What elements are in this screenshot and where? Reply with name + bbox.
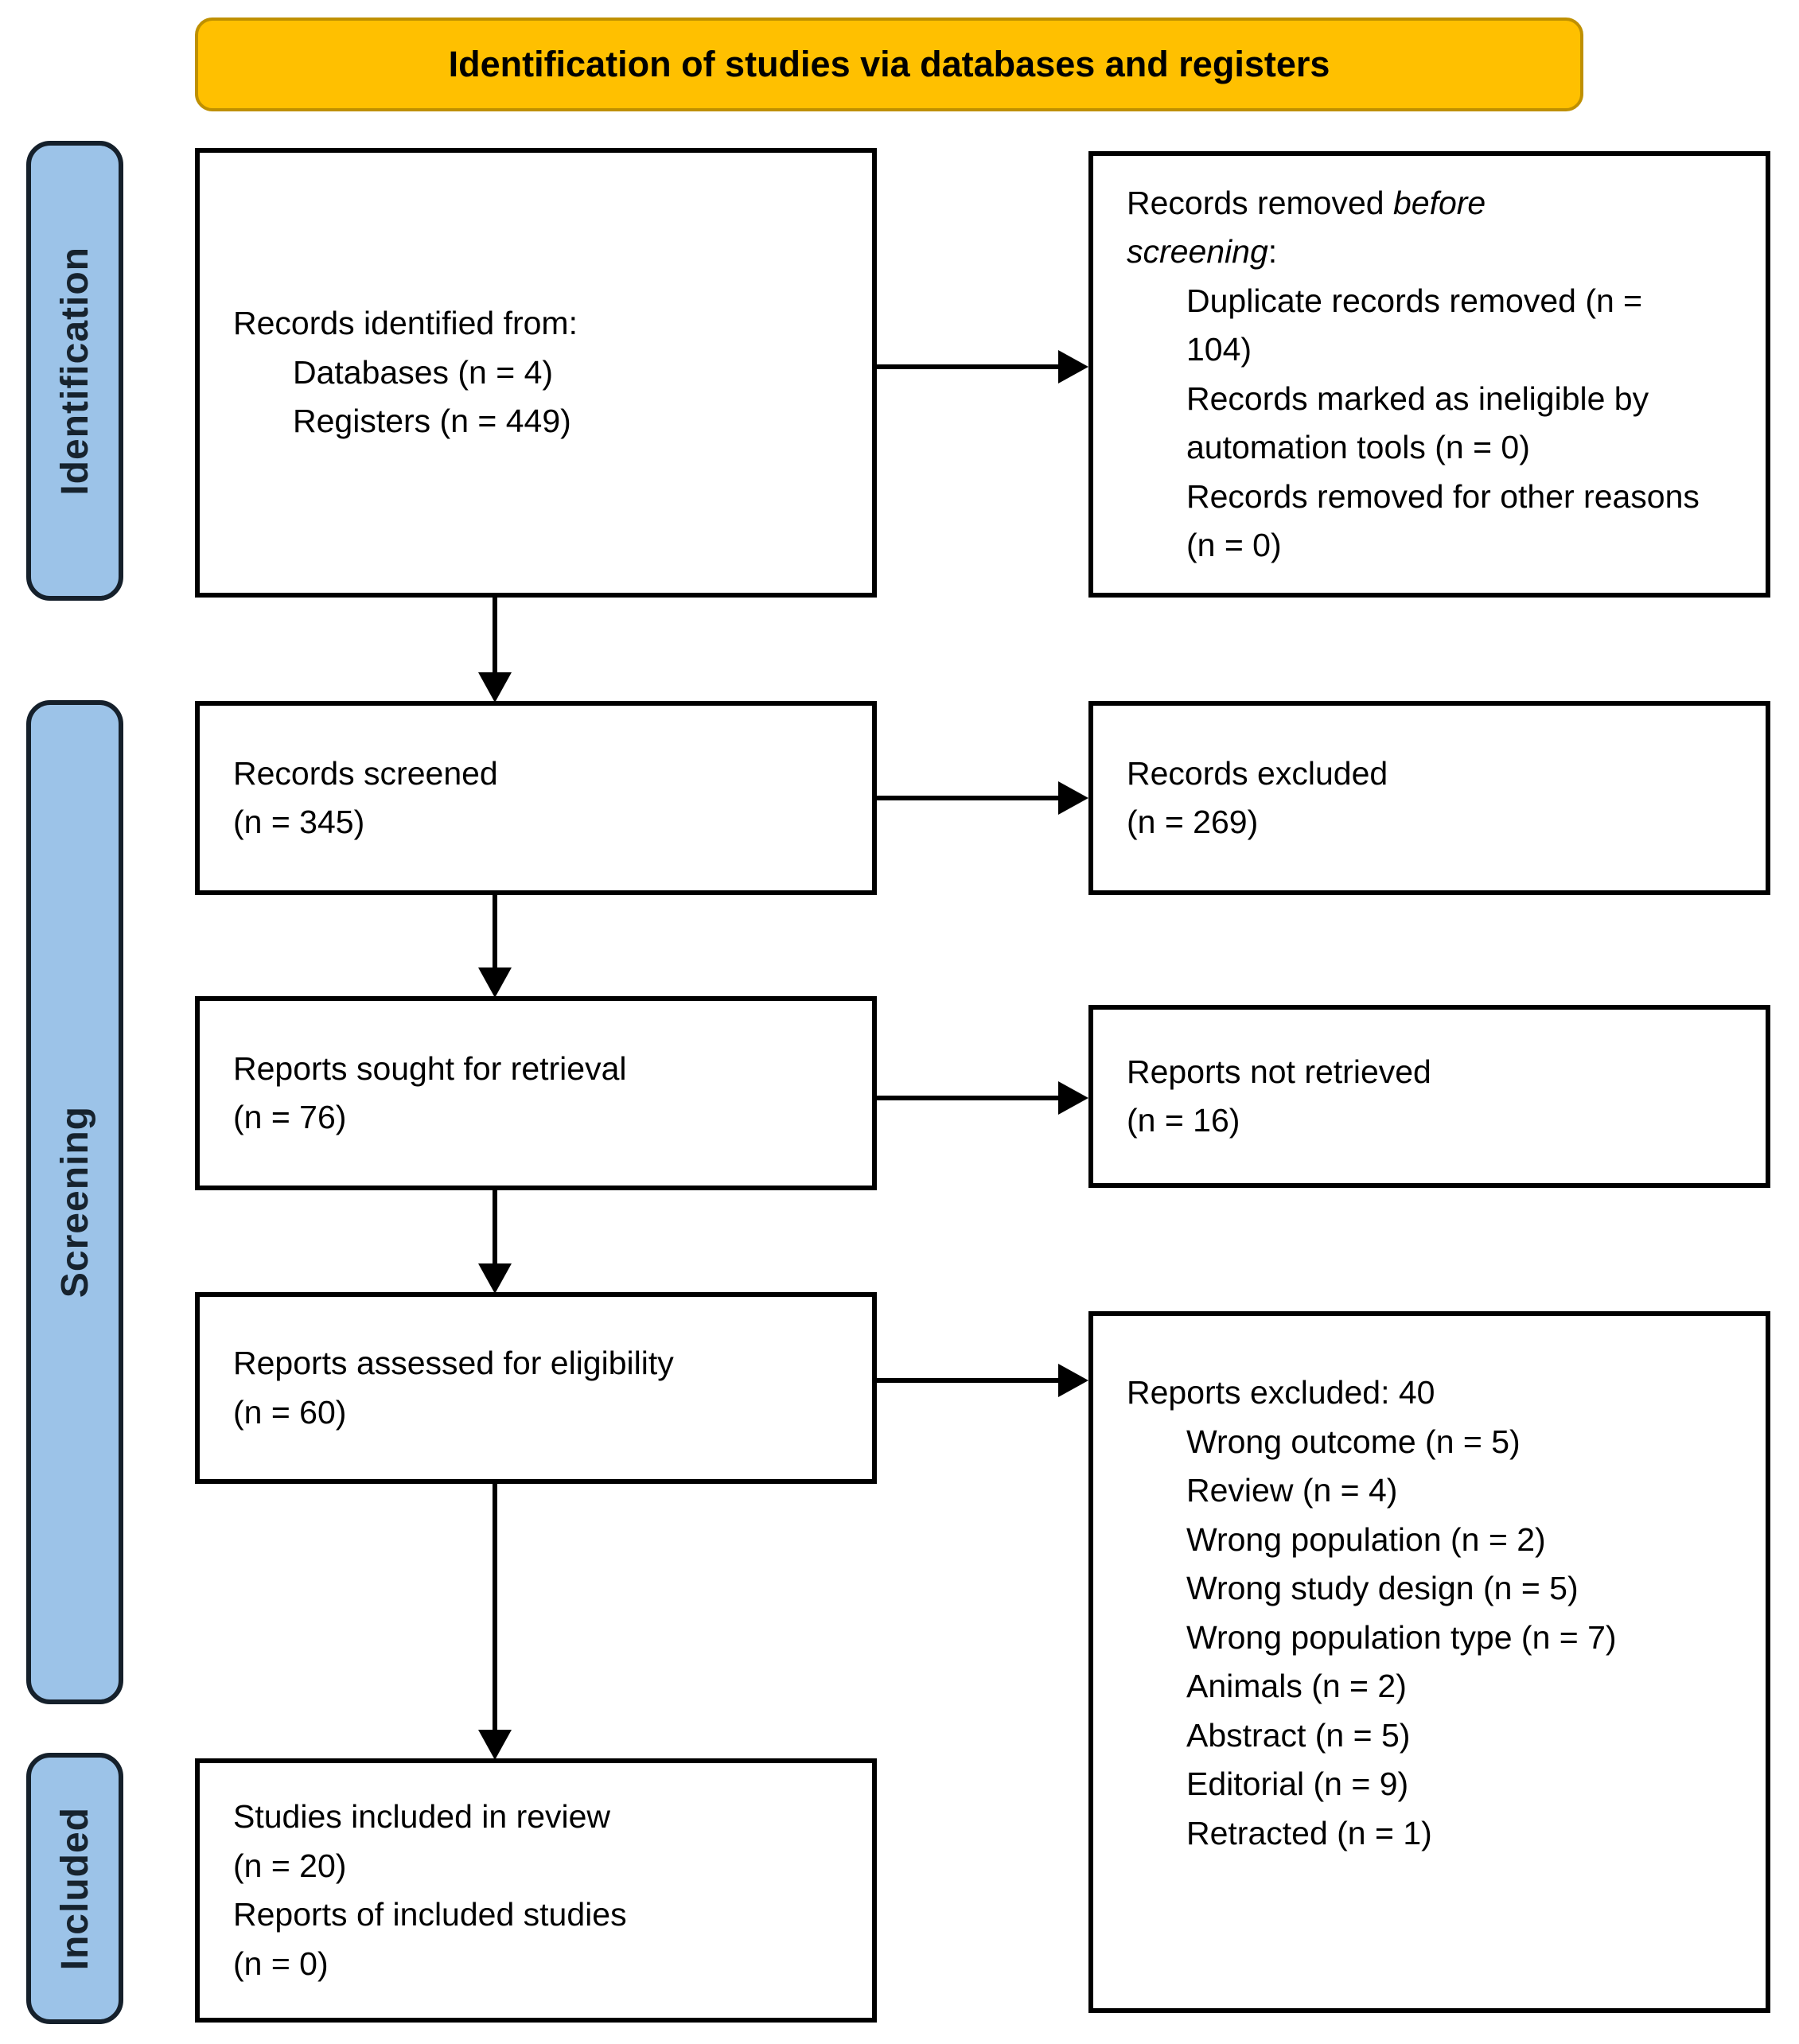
box-records-removed: Records removed before screening: Duplic… — [1088, 151, 1770, 598]
records-removed-intro-colon: : — [1267, 233, 1278, 270]
records-removed-item: Records removed for other reasons (n = 0… — [1186, 477, 1700, 564]
phase-included: Included — [26, 1753, 123, 2024]
box-records-excluded: Records excluded (n = 269) — [1088, 701, 1770, 895]
box-records-screened: Records screened (n = 345) — [195, 701, 877, 895]
records-identified-item: Registers (n = 449) — [293, 403, 571, 440]
records-excluded-label: Records excluded — [1127, 754, 1388, 792]
phase-screening-label: Screening — [53, 1106, 96, 1298]
arrow-identified-to-screened — [478, 598, 512, 703]
studies-included-line: Studies included in review — [233, 1798, 611, 1835]
records-identified-item: Databases (n = 4) — [293, 353, 554, 391]
phase-identification: Identification — [26, 141, 123, 601]
title-banner: Identification of studies via databases … — [195, 18, 1583, 111]
records-screened-count: (n = 345) — [233, 804, 365, 840]
reports-sought-count: (n = 76) — [233, 1099, 347, 1135]
reports-excluded-item: Abstract (n = 5) — [1186, 1716, 1411, 1754]
reports-excluded-item: Retracted (n = 1) — [1186, 1814, 1432, 1851]
arrow-identified-to-removed — [877, 350, 1088, 383]
reports-excluded-intro: Reports excluded: 40 — [1127, 1374, 1435, 1411]
reports-assessed-count: (n = 60) — [233, 1393, 347, 1431]
reports-excluded-item: Wrong study design (n = 5) — [1186, 1570, 1579, 1606]
records-removed-intro: Records removed before screening: — [1127, 179, 1572, 277]
reports-excluded-item: Wrong population type (n = 7) — [1186, 1618, 1617, 1656]
box-reports-not-retrieved: Reports not retrieved (n = 16) — [1088, 1005, 1770, 1188]
box-reports-excluded: Reports excluded: 40 Wrong outcome (n = … — [1088, 1311, 1770, 2013]
title-banner-label: Identification of studies via databases … — [448, 44, 1330, 84]
reports-assessed-label: Reports assessed for eligibility — [233, 1345, 674, 1381]
reports-sought-label: Reports sought for retrieval — [233, 1049, 627, 1087]
reports-not-retrieved-label: Reports not retrieved — [1127, 1053, 1431, 1090]
reports-excluded-item: Wrong outcome (n = 5) — [1186, 1423, 1521, 1460]
studies-included-line: (n = 20) — [233, 1847, 347, 1884]
arrow-assessed-to-included — [478, 1484, 512, 1760]
reports-excluded-item: Animals (n = 2) — [1186, 1668, 1407, 1704]
phase-identification-label: Identification — [53, 246, 96, 496]
arrow-screened-to-sought — [478, 895, 512, 998]
records-removed-intro-text: Records removed — [1127, 184, 1393, 221]
records-removed-item: Records marked as ineligible by automati… — [1186, 380, 1649, 466]
records-identified-intro: Records identified from: — [233, 305, 578, 342]
phase-included-label: Included — [53, 1806, 96, 1971]
arrow-screened-to-excluded — [877, 781, 1088, 815]
reports-excluded-item: Review (n = 4) — [1186, 1472, 1398, 1509]
records-excluded-count: (n = 269) — [1127, 804, 1259, 840]
reports-not-retrieved-count: (n = 16) — [1127, 1102, 1240, 1139]
arrow-sought-to-not-retrieved — [877, 1081, 1088, 1115]
studies-included-line: (n = 0) — [233, 1945, 329, 1982]
studies-included-line: Reports of included studies — [233, 1896, 627, 1933]
box-reports-assessed: Reports assessed for eligibility (n = 60… — [195, 1292, 877, 1484]
box-records-identified: Records identified from: Databases (n = … — [195, 148, 877, 598]
reports-excluded-item: Editorial (n = 9) — [1186, 1766, 1409, 1802]
records-removed-intro-emphasis: before screening — [1127, 184, 1486, 271]
records-removed-item: Duplicate records removed (n = 104) — [1186, 282, 1643, 368]
arrow-sought-to-assessed — [478, 1190, 512, 1294]
arrow-assessed-to-excluded — [877, 1364, 1088, 1397]
records-screened-label: Records screened — [233, 754, 498, 792]
box-reports-sought: Reports sought for retrieval (n = 76) — [195, 996, 877, 1190]
phase-screening: Screening — [26, 700, 123, 1704]
box-studies-included: Studies included in review (n = 20) Repo… — [195, 1758, 877, 2023]
reports-excluded-item: Wrong population (n = 2) — [1186, 1520, 1546, 1558]
